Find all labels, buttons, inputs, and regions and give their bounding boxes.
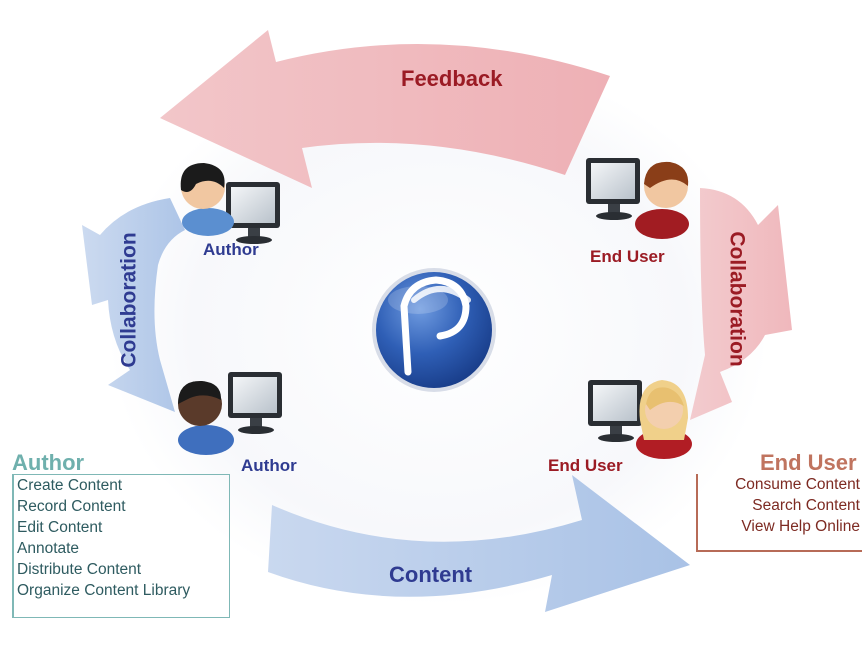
author-task-record: Record Content <box>17 498 126 515</box>
author-top-label: Author <box>203 240 259 259</box>
computer-monitor-icon <box>586 158 640 220</box>
author-task-distribute: Distribute Content <box>17 561 142 578</box>
author-panel: Create Content Record Content Edit Conte… <box>12 474 230 618</box>
collaboration-right-arrow <box>690 188 792 420</box>
feedback-arrow <box>160 30 610 188</box>
enduser-bottom-label: End User <box>548 456 623 475</box>
author-bottom-figure <box>178 372 282 455</box>
author-person-icon <box>180 163 234 236</box>
content-label: Content <box>389 562 473 587</box>
enduser-top-figure <box>586 158 689 239</box>
author-person-icon <box>178 380 234 455</box>
enduser-person-icon <box>636 380 692 459</box>
enduser-person-icon <box>635 161 689 239</box>
author-task-edit: Edit Content <box>17 519 103 536</box>
collaboration-left-arrow <box>82 198 185 412</box>
logo-circle-icon <box>372 268 496 392</box>
feedback-label: Feedback <box>401 66 503 91</box>
enduser-task-help: View Help Online <box>741 518 860 535</box>
author-top-figure <box>180 163 280 244</box>
author-task-annotate: Annotate <box>17 540 80 557</box>
enduser-panel-title: End User <box>760 452 857 474</box>
computer-monitor-icon <box>588 380 642 442</box>
author-task-create: Create Content <box>17 477 123 494</box>
enduser-top-label: End User <box>590 247 665 266</box>
enduser-task-search: Search Content <box>752 497 860 514</box>
enduser-bottom-figure <box>588 380 692 459</box>
enduser-task-consume: Consume Content <box>735 476 860 493</box>
author-panel-title: Author <box>12 452 85 474</box>
enduser-panel: Consume Content Search Content View Help… <box>696 474 862 552</box>
collaboration-right-label: Collaboration <box>725 231 749 367</box>
computer-monitor-icon <box>228 372 282 434</box>
author-task-organize: Organize Content Library <box>17 582 191 599</box>
collaboration-left-label: Collaboration <box>117 232 141 368</box>
author-bottom-label: Author <box>241 456 297 475</box>
computer-monitor-icon <box>226 182 280 244</box>
content-arrow <box>268 475 690 612</box>
